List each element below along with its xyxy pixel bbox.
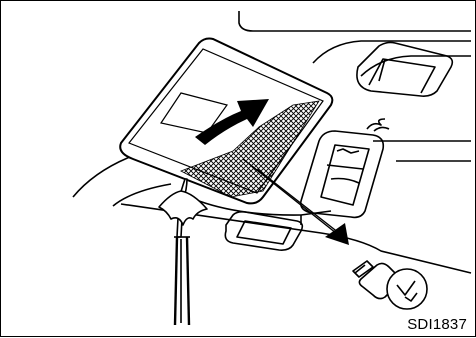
bulb-icon	[353, 261, 427, 309]
upper-switch	[357, 42, 452, 96]
figure-code: SDI1837	[407, 316, 467, 333]
screwdriver-icon	[159, 179, 207, 325]
lamp-switch	[301, 119, 389, 217]
lower-vent	[225, 212, 302, 250]
